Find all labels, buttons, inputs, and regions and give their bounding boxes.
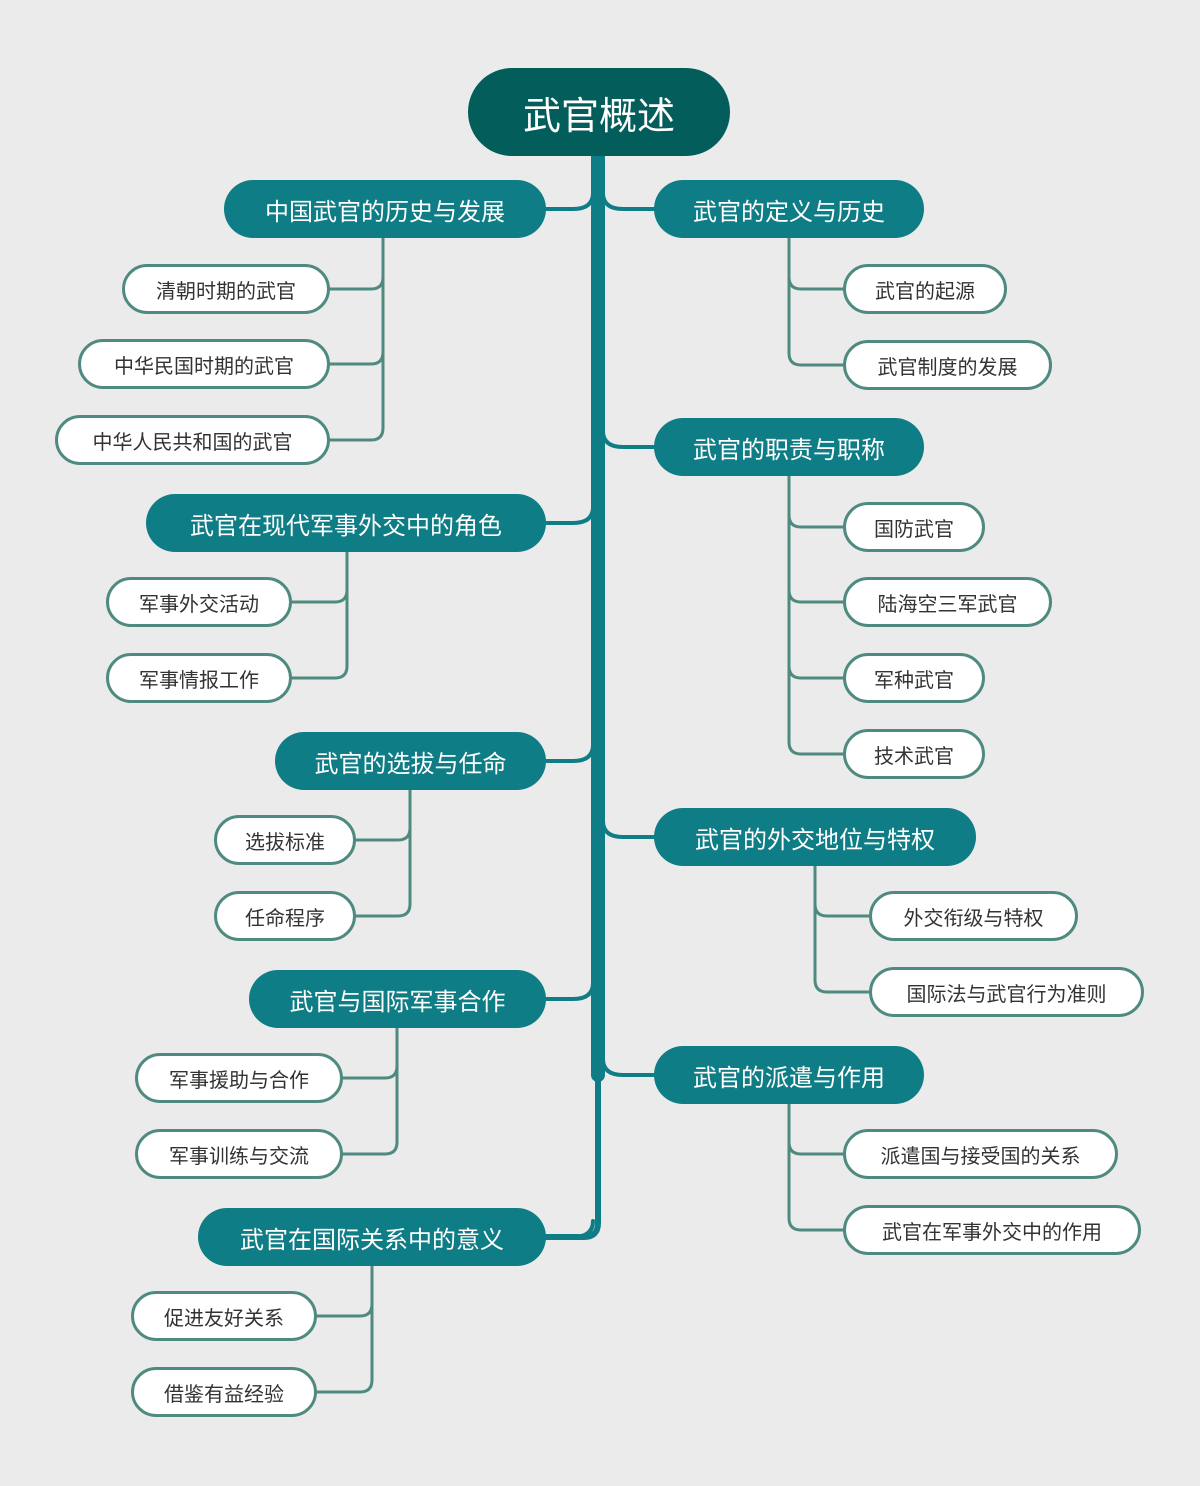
root-node[interactable]: 武官概述	[468, 68, 730, 156]
leaf-left-4-1[interactable]: 借鉴有益经验	[131, 1367, 317, 1417]
leaf-right-3-1[interactable]: 武官在军事外交中的作用	[843, 1205, 1141, 1255]
leaf-right-1-3[interactable]: 技术武官	[843, 729, 985, 779]
topic-connector-left-4	[544, 1219, 595, 1239]
leaf-left-0-1[interactable]: 中华民国时期的武官	[78, 339, 330, 389]
branch-left-3	[341, 1026, 399, 1156]
topic-right-1[interactable]: 武官的职责与职称	[654, 418, 924, 476]
branch-left-0	[328, 236, 385, 442]
leaf-right-2-1[interactable]: 国际法与武官行为准则	[869, 967, 1144, 1017]
leaf-right-1-0[interactable]: 国防武官	[843, 502, 985, 552]
leaf-connector-left-1-0	[290, 588, 349, 604]
leaf-left-2-1[interactable]: 任命程序	[214, 891, 356, 941]
topic-connector-right-1	[601, 429, 656, 449]
leaf-right-2-0[interactable]: 外交衔级与特权	[869, 891, 1078, 941]
leaf-left-3-1[interactable]: 军事训练与交流	[135, 1129, 343, 1179]
leaf-connector-left-2-0	[354, 826, 412, 842]
topic-connector-left-0	[544, 191, 595, 211]
topic-left-2[interactable]: 武官的选拔与任命	[275, 732, 546, 790]
branch-right-0	[787, 236, 845, 367]
leaf-left-0-2[interactable]: 中华人民共和国的武官	[55, 415, 330, 465]
leaf-connector-left-3-0	[341, 1064, 399, 1080]
leaf-left-1-1[interactable]: 军事情报工作	[106, 653, 292, 703]
topic-left-4[interactable]: 武官在国际关系中的意义	[198, 1208, 546, 1266]
leaf-right-1-2[interactable]: 军种武官	[843, 653, 985, 703]
leaf-left-2-0[interactable]: 选拔标准	[214, 815, 356, 865]
leaf-right-0-1[interactable]: 武官制度的发展	[843, 340, 1052, 390]
leaf-connector-right-1-0	[787, 513, 845, 529]
leaf-left-4-0[interactable]: 促进友好关系	[131, 1291, 317, 1341]
leaf-right-3-0[interactable]: 派遣国与接受国的关系	[843, 1129, 1118, 1179]
leaf-connector-right-1-2	[787, 664, 845, 680]
leaf-connector-left-0-1	[328, 350, 385, 366]
leaf-connector-right-3-0	[787, 1140, 845, 1156]
leaf-left-0-0[interactable]: 清朝时期的武官	[122, 264, 330, 314]
topic-right-2[interactable]: 武官的外交地位与特权	[654, 808, 976, 866]
leaf-connector-left-0-0	[328, 275, 385, 291]
leaf-connector-right-1-1	[787, 588, 845, 604]
leaf-right-0-0[interactable]: 武官的起源	[843, 264, 1007, 314]
branch-left-2	[354, 788, 412, 918]
branch-left-1	[290, 550, 349, 680]
trunk-line-lower	[543, 153, 601, 1240]
topic-left-1[interactable]: 武官在现代军事外交中的角色	[146, 494, 546, 552]
topic-connector-right-0	[601, 191, 656, 211]
topic-connector-left-1	[544, 505, 595, 525]
leaf-connector-right-2-0	[813, 902, 871, 918]
leaf-left-1-0[interactable]: 军事外交活动	[106, 577, 292, 627]
topic-left-0[interactable]: 中国武官的历史与发展	[224, 180, 546, 238]
topic-connector-right-3	[601, 1057, 656, 1077]
leaf-connector-right-0-0	[787, 275, 845, 291]
branch-right-3	[787, 1102, 845, 1232]
topic-right-3[interactable]: 武官的派遣与作用	[654, 1046, 924, 1104]
leaf-right-1-1[interactable]: 陆海空三军武官	[843, 577, 1052, 627]
topic-connector-right-2	[601, 819, 656, 839]
branch-left-4	[315, 1264, 374, 1394]
topic-left-3[interactable]: 武官与国际军事合作	[249, 970, 546, 1028]
branch-right-1	[787, 474, 845, 756]
topic-right-0[interactable]: 武官的定义与历史	[654, 180, 924, 238]
branch-right-2	[813, 864, 871, 994]
topic-connector-left-3	[544, 981, 595, 1001]
leaf-connector-left-4-0	[315, 1302, 374, 1318]
topic-connector-left-2	[544, 743, 595, 763]
leaf-left-3-0[interactable]: 军事援助与合作	[135, 1053, 343, 1103]
